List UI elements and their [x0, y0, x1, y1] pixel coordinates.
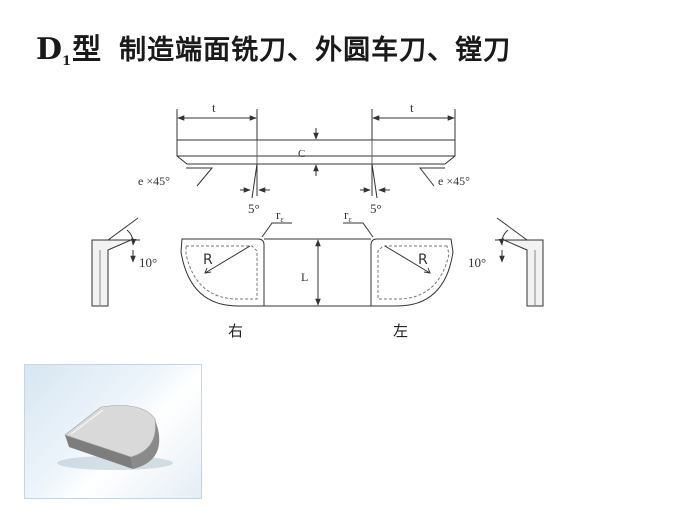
label-t-right: t	[410, 100, 414, 115]
label-right-hand: 右	[228, 322, 243, 340]
label-radius-right-insert: R	[203, 252, 213, 268]
title-type: 型	[72, 32, 102, 66]
label-r-left: rε	[276, 207, 284, 224]
insert-right-outline	[180, 238, 265, 307]
title-description: 制造端面铣刀、外圆车刀、镗刀	[119, 35, 512, 66]
title-subscript: 1	[62, 54, 72, 69]
front-view: R R L rε rε	[180, 207, 454, 307]
label-angle-5-right: 5°	[370, 201, 382, 216]
label-length: L	[301, 270, 308, 284]
label-angle-5-left: 5°	[248, 201, 260, 216]
title-main: D	[36, 32, 63, 67]
carbide-insert-icon	[57, 405, 173, 470]
insert-photo	[24, 364, 202, 499]
insert-left-outline	[370, 238, 454, 307]
label-angle-10-left: 10°	[139, 255, 157, 270]
label-chamfer-left: e ×45°	[138, 174, 170, 188]
side-view-right: 10°	[468, 217, 544, 307]
label-t-left: t	[212, 100, 216, 115]
page-title: D1型制造端面铣刀、外圆车刀、镗刀	[36, 26, 512, 69]
label-chamfer-right: e ×45°	[438, 174, 470, 188]
top-view: t t C e ×45° e ×45° 5° 5°	[138, 100, 470, 216]
label-radius-left-insert: R	[418, 252, 428, 268]
side-view-left: 10°	[91, 217, 157, 307]
label-left-hand: 左	[393, 322, 408, 340]
label-r-right: rε	[344, 207, 352, 224]
label-c: C	[298, 148, 305, 160]
label-angle-10-right: 10°	[468, 255, 486, 270]
